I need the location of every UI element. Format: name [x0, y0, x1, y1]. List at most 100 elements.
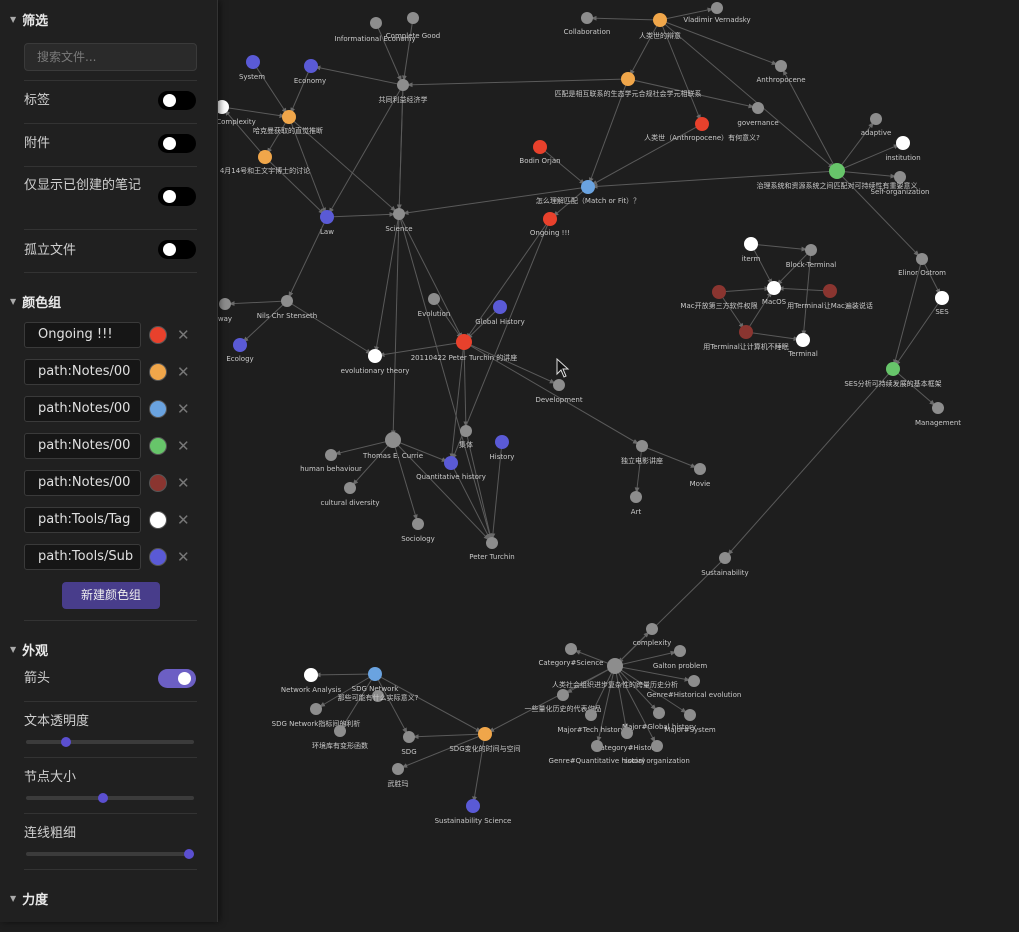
color-group-swatch[interactable] [149, 437, 167, 455]
graph-node[interactable] [653, 707, 665, 719]
slider-thumb[interactable] [98, 793, 109, 803]
color-group-query[interactable]: path:Notes/00 [24, 396, 141, 422]
graph-node[interactable] [370, 17, 382, 29]
existing-only-toggle[interactable] [158, 187, 196, 206]
graph-node[interactable] [932, 402, 944, 414]
graph-node[interactable] [607, 658, 623, 674]
graph-node[interactable] [428, 293, 440, 305]
graph-node[interactable] [896, 136, 910, 150]
color-group-swatch[interactable] [149, 326, 167, 344]
graph-node[interactable] [412, 518, 424, 530]
search-input[interactable] [24, 43, 197, 71]
graph-node[interactable] [916, 253, 928, 265]
graph-node[interactable] [935, 291, 949, 305]
graph-node[interactable] [478, 727, 492, 741]
graph-node[interactable] [767, 281, 781, 295]
remove-group-icon[interactable]: ✕ [177, 437, 190, 455]
graph-node[interactable] [392, 763, 404, 775]
slider-thumb[interactable] [183, 849, 194, 859]
color-group-query[interactable]: Ongoing !!! [24, 322, 141, 348]
slider-thumb[interactable] [61, 737, 72, 747]
graph-node[interactable] [651, 740, 663, 752]
graph-node[interactable] [796, 333, 810, 347]
graph-node[interactable] [460, 425, 472, 437]
graph-node[interactable] [684, 709, 696, 721]
graph-node[interactable] [712, 285, 726, 299]
graph-node[interactable] [695, 117, 709, 131]
graph-node[interactable] [775, 60, 787, 72]
text-fade-slider[interactable] [26, 737, 194, 747]
graph-node[interactable] [368, 349, 382, 363]
graph-node[interactable] [310, 703, 322, 715]
graph-node[interactable] [565, 643, 577, 655]
node-size-slider[interactable] [26, 793, 194, 803]
graph-node[interactable] [621, 72, 635, 86]
new-group-button[interactable]: 新建颜色组 [62, 582, 160, 609]
graph-node[interactable] [674, 645, 686, 657]
groups-section-header[interactable]: ▼ 颜色组 [10, 292, 61, 311]
graph-node[interactable] [585, 709, 597, 721]
graph-node[interactable] [829, 163, 845, 179]
graph-node[interactable] [870, 113, 882, 125]
graph-node[interactable] [719, 552, 731, 564]
color-group-swatch[interactable] [149, 511, 167, 529]
graph-node[interactable] [621, 727, 633, 739]
remove-group-icon[interactable]: ✕ [177, 511, 190, 529]
graph-node[interactable] [744, 237, 758, 251]
color-group-query[interactable]: path:Tools/Tag [24, 507, 141, 533]
remove-group-icon[interactable]: ✕ [177, 363, 190, 381]
graph-node[interactable] [444, 456, 458, 470]
color-group-swatch[interactable] [149, 400, 167, 418]
graph-node[interactable] [653, 13, 667, 27]
graph-node[interactable] [281, 295, 293, 307]
graph-node[interactable] [325, 449, 337, 461]
graph-node[interactable] [282, 110, 296, 124]
graph-node[interactable] [630, 491, 642, 503]
orphans-toggle[interactable] [158, 240, 196, 259]
graph-node[interactable] [711, 2, 723, 14]
tags-toggle[interactable] [158, 91, 196, 110]
attachments-toggle[interactable] [158, 134, 196, 153]
graph-node[interactable] [344, 482, 356, 494]
graph-node[interactable] [533, 140, 547, 154]
graph-node[interactable] [646, 623, 658, 635]
graph-node[interactable] [334, 725, 346, 737]
remove-group-icon[interactable]: ✕ [177, 474, 190, 492]
color-group-query[interactable]: path:Notes/00 [24, 359, 141, 385]
graph-node[interactable] [591, 740, 603, 752]
graph-node[interactable] [456, 334, 472, 350]
graph-node[interactable] [397, 79, 409, 91]
graph-node[interactable] [246, 55, 260, 69]
graph-node[interactable] [215, 100, 229, 114]
graph-node[interactable] [581, 12, 593, 24]
color-group-query[interactable]: path:Notes/00 [24, 470, 141, 496]
graph-node[interactable] [233, 338, 247, 352]
color-group-swatch[interactable] [149, 363, 167, 381]
graph-node[interactable] [694, 463, 706, 475]
remove-group-icon[interactable]: ✕ [177, 548, 190, 566]
graph-node[interactable] [823, 284, 837, 298]
graph-node[interactable] [636, 440, 648, 452]
graph-node[interactable] [493, 300, 507, 314]
graph-node[interactable] [258, 150, 272, 164]
remove-group-icon[interactable]: ✕ [177, 400, 190, 418]
graph-node[interactable] [304, 59, 318, 73]
link-thickness-slider[interactable] [26, 849, 194, 859]
graph-node[interactable] [805, 244, 817, 256]
graph-node[interactable] [393, 208, 405, 220]
graph-node[interactable] [219, 298, 231, 310]
graph-node[interactable] [385, 432, 401, 448]
graph-node[interactable] [543, 212, 557, 226]
color-group-query[interactable]: path:Notes/00 [24, 433, 141, 459]
forces-section-header[interactable]: ▼ 力度 [10, 889, 48, 908]
remove-group-icon[interactable]: ✕ [177, 326, 190, 344]
graph-node[interactable] [894, 171, 906, 183]
graph-node[interactable] [581, 180, 595, 194]
color-group-swatch[interactable] [149, 548, 167, 566]
graph-node[interactable] [739, 325, 753, 339]
graph-node[interactable] [557, 689, 569, 701]
color-group-swatch[interactable] [149, 474, 167, 492]
arrows-toggle[interactable] [158, 669, 196, 688]
graph-node[interactable] [372, 690, 384, 702]
